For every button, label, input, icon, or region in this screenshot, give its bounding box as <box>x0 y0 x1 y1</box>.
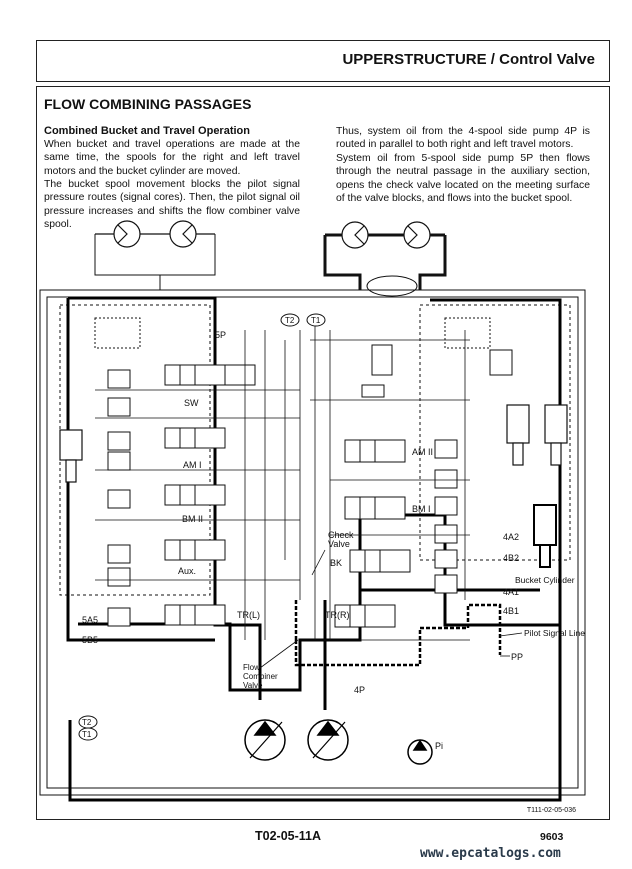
label-check-valve-1: Check <box>328 530 354 540</box>
main-pumps <box>244 719 349 761</box>
section-title: FLOW COMBINING PASSAGES <box>44 96 252 112</box>
label-trr: TR(R) <box>325 610 350 620</box>
label-sw: SW <box>184 398 199 408</box>
label-check-valve-2: Valve <box>328 539 350 549</box>
label-4b2: 4B2 <box>503 553 519 563</box>
label-trl: TR(L) <box>237 610 260 620</box>
label-bk: BK <box>330 558 342 568</box>
watermark-url: www.epcatalogs.com <box>420 846 561 861</box>
header-frame: UPPERSTRUCTURE / Control Valve <box>36 40 610 82</box>
swing-cylinder <box>59 429 83 483</box>
travel-motor-right-pair <box>323 221 447 297</box>
content-panel <box>36 86 610 820</box>
label-aux: Aux. <box>178 566 196 576</box>
label-t2-bottom: T2 <box>82 718 92 727</box>
figure-caption: T02-05-11A <box>255 829 322 843</box>
label-t1-bottom: T1 <box>82 730 92 739</box>
left-valve-section <box>107 364 256 627</box>
label-bm2: BM II <box>182 514 203 524</box>
section-subtitle: Combined Bucket and Travel Operation <box>44 125 250 137</box>
paragraph-2: The bucket spool movement blocks the pil… <box>44 179 300 231</box>
label-pp: PP <box>511 652 523 662</box>
arm-cylinders <box>506 404 568 466</box>
tank-port-markers <box>78 313 326 741</box>
label-4a2: 4A2 <box>503 532 519 542</box>
label-pilot-signal-line: Pilot Signal Line <box>524 628 585 638</box>
left-valve-grid <box>95 330 301 640</box>
label-flow-combiner-3: Valve <box>243 681 263 690</box>
bucket-cylinder <box>533 504 557 568</box>
label-5a5: 5A5 <box>82 615 98 625</box>
travel-motor-left-pair <box>94 220 216 290</box>
label-am1: AM I <box>183 460 202 470</box>
label-t1-top: T1 <box>311 316 321 325</box>
label-4b1: 4B1 <box>503 606 519 616</box>
right-valve-grid <box>300 320 470 641</box>
paragraph-1: When bucket and travel operations are ma… <box>44 139 300 177</box>
label-flow-combiner-1: Flow <box>243 663 260 672</box>
label-leader-lines <box>259 549 523 669</box>
label-bm1: BM I <box>412 504 431 514</box>
label-t2-top: T2 <box>285 316 295 325</box>
label-flow-combiner-2: Combiner <box>243 672 278 681</box>
label-5b5: 5B5 <box>82 635 98 645</box>
label-4a1: 4A1 <box>503 587 519 597</box>
figure-id: T111-02-05-036 <box>526 807 576 814</box>
pilot-signal-path <box>294 600 502 667</box>
page-number: 9603 <box>540 831 564 843</box>
right-valve-section <box>334 344 513 628</box>
label-bucket-cylinder: Bucket Cylinder <box>515 575 575 585</box>
pilot-pump <box>407 739 433 765</box>
label-4p: 4P <box>354 685 365 695</box>
paragraph-4: System oil from 5-spool side pump 5P the… <box>336 153 590 205</box>
page-title: UPPERSTRUCTURE / Control Valve <box>342 51 595 68</box>
label-5p: 5P <box>215 330 226 340</box>
paragraph-3: Thus, system oil from the 4-spool side p… <box>336 126 590 151</box>
label-am2: AM II <box>412 447 433 457</box>
label-pi: Pi <box>435 741 443 751</box>
